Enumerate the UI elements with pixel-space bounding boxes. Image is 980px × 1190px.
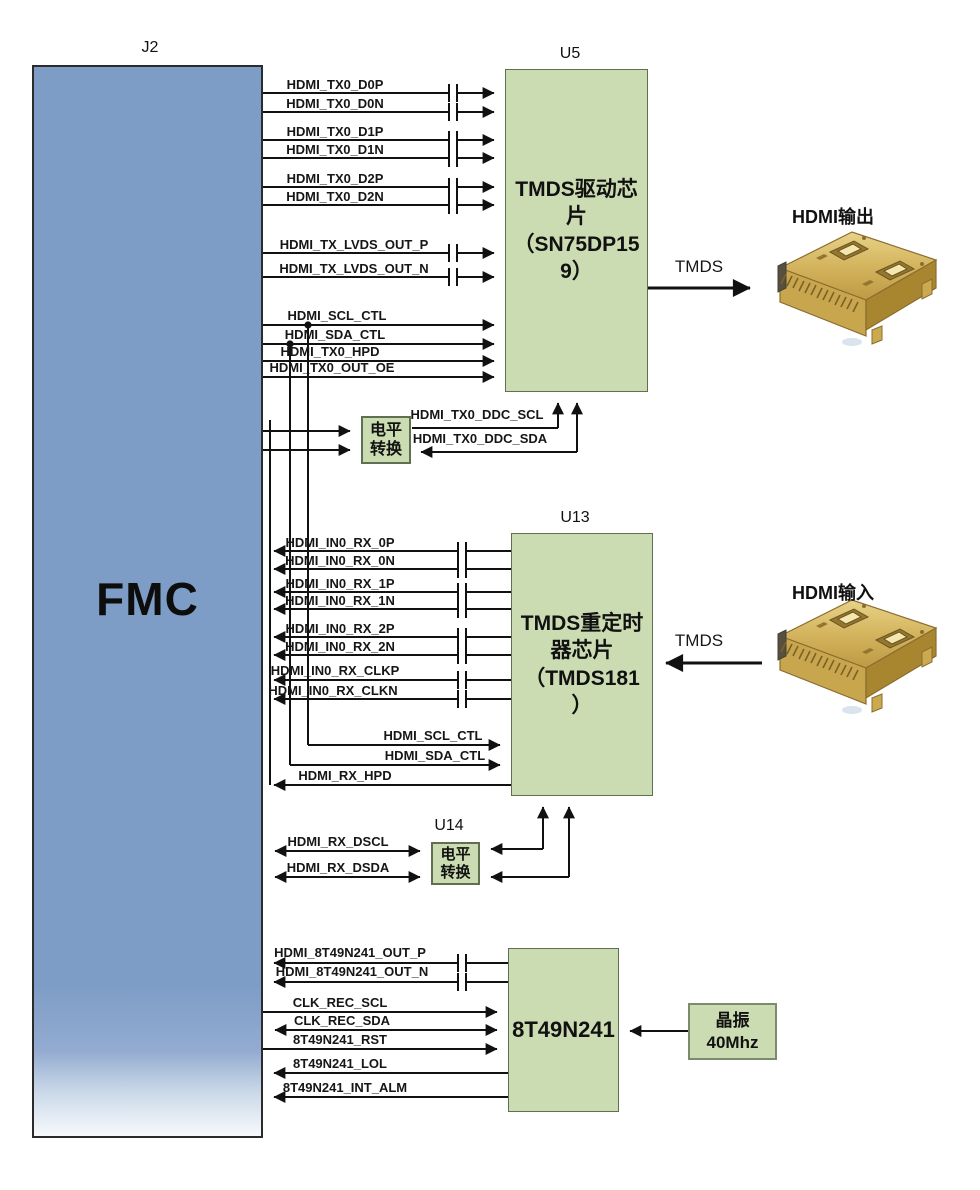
u13-designator: U13 (560, 509, 590, 526)
u14-block: 电平 转换 (431, 842, 480, 885)
fmc-designator: J2 (141, 39, 159, 56)
signal-label: TMDS (674, 257, 724, 276)
signal-label: 8T49N241_LOL (293, 1056, 387, 1071)
crystal-block: 晶振 40Mhz (688, 1003, 777, 1060)
signal-label: HDMI_TX0_D2N (286, 189, 384, 204)
signal-label: CLK_REC_SCL (292, 995, 388, 1010)
signal-label: HDMI_TX_LVDS_OUT_N (279, 261, 429, 276)
u5-block: TMDS驱动芯 片 （SN75DP15 9） (505, 69, 648, 392)
signal-label: HDMI_8T49N241_OUT_N (275, 964, 429, 979)
signal-label: HDMI_SDA_CTL (384, 748, 486, 763)
signal-label: HDMI_IN0_RX_1P (285, 576, 395, 591)
signal-label: HDMI_SCL_CTL (383, 728, 483, 743)
signal-label: HDMI_TX_LVDS_OUT_P (279, 237, 429, 252)
signal-label: HDMI_TX0_HPD (280, 344, 380, 359)
signal-label: HDMI_TX0_D1N (286, 142, 384, 157)
signal-label: HDMI_IN0_RX_0P (285, 535, 395, 550)
level-shifter-tx-block: 电平 转换 (361, 416, 411, 464)
u14-designator: U14 (434, 817, 464, 834)
fmc-label: FMC (96, 573, 199, 625)
hdmi-out-connector (777, 231, 937, 347)
signal-label: HDMI_RX_HPD (298, 768, 392, 783)
signal-label: HDMI_TX0_DDC_SCL (410, 407, 544, 422)
signal-label: HDMI_TX0_D1P (286, 124, 384, 139)
signal-label: CLK_REC_SDA (293, 1013, 391, 1028)
signal-label: HDMI_TX0_D2P (286, 171, 384, 186)
signal-label: HDMI_TX0_D0P (286, 77, 384, 92)
signal-label: HDMI_RX_DSCL (287, 834, 389, 849)
hdmi-in-connector (777, 599, 937, 715)
signal-label: HDMI_IN0_RX_2N (285, 639, 395, 654)
signal-label: HDMI_TX0_DDC_SDA (412, 431, 548, 446)
signal-label: 8T49N241_INT_ALM (282, 1080, 408, 1095)
clock-gen-block: 8T49N241 (508, 948, 619, 1112)
signal-label: HDMI_TX0_OUT_OE (269, 360, 395, 375)
signal-label: HDMI_8T49N241_OUT_P (274, 945, 426, 960)
signal-label: HDMI_TX0_D0N (286, 96, 384, 111)
fmc-block: FMC (32, 65, 263, 1138)
signal-label: HDMI_SCL_CTL (287, 308, 387, 323)
signal-label: 8T49N241_RST (293, 1032, 387, 1047)
signal-label: TMDS (674, 631, 724, 650)
signal-label: HDMI_IN0_RX_2P (285, 621, 395, 636)
signal-label: HDMI_IN0_RX_CLKN (268, 683, 398, 698)
signal-label: HDMI_SDA_CTL (284, 327, 386, 342)
signal-label: HDMI_IN0_RX_0N (285, 553, 395, 568)
signal-label: HDMI_IN0_RX_CLKP (270, 663, 400, 678)
hdmi-in-label: HDMI输入 (792, 583, 874, 603)
signal-label: HDMI_RX_DSDA (286, 860, 390, 875)
u5-designator: U5 (559, 45, 581, 62)
u13-block: TMDS重定时 器芯片 （TMDS181 ） (511, 533, 653, 796)
signal-label: HDMI_IN0_RX_1N (285, 593, 395, 608)
hdmi-out-label: HDMI输出 (792, 207, 874, 227)
